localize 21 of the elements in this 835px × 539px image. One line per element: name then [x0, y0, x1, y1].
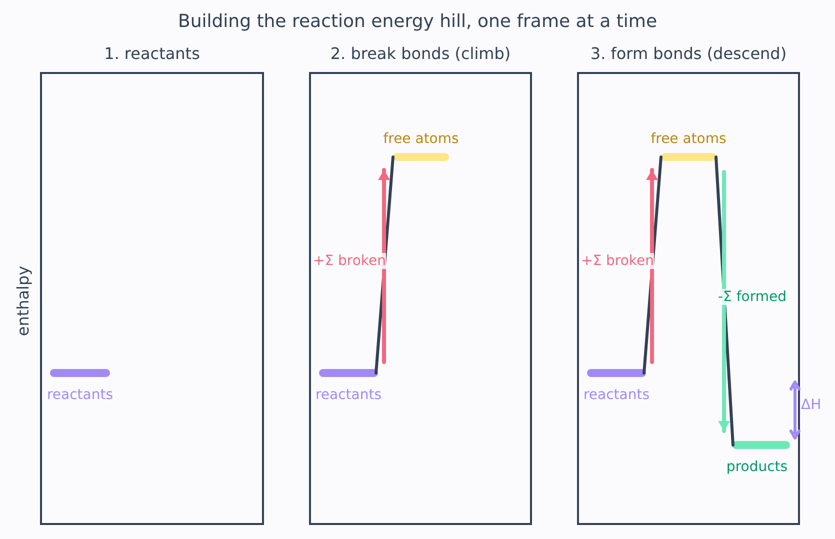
connector-line — [374, 156, 394, 374]
edge-label: +Σ broken — [313, 253, 386, 269]
level-label: free atoms — [650, 131, 726, 147]
level-label: reactants — [46, 387, 114, 403]
connector-line — [642, 156, 662, 374]
connector-line — [714, 156, 734, 446]
panel-heading: 1. reactants — [103, 44, 201, 63]
edge-label: +Σ broken — [581, 253, 654, 269]
delta-h-label: ΔH — [801, 397, 822, 413]
level-label: free atoms — [383, 131, 459, 147]
panel-heading: 3. form bonds (descend) — [589, 44, 788, 63]
level-label: reactants — [583, 387, 650, 403]
edge-label: -Σ formed — [718, 289, 786, 305]
level-label: products — [726, 459, 788, 475]
arrow — [646, 168, 658, 364]
diagram-title: Building the reaction energy hill, one frame at a time — [176, 11, 658, 32]
arrow — [718, 170, 730, 433]
axis-label: enthalpy — [14, 266, 32, 336]
arrow — [378, 168, 390, 364]
level-label: reactants — [315, 387, 382, 403]
panel-heading: 2. break bonds (climb) — [329, 44, 512, 63]
